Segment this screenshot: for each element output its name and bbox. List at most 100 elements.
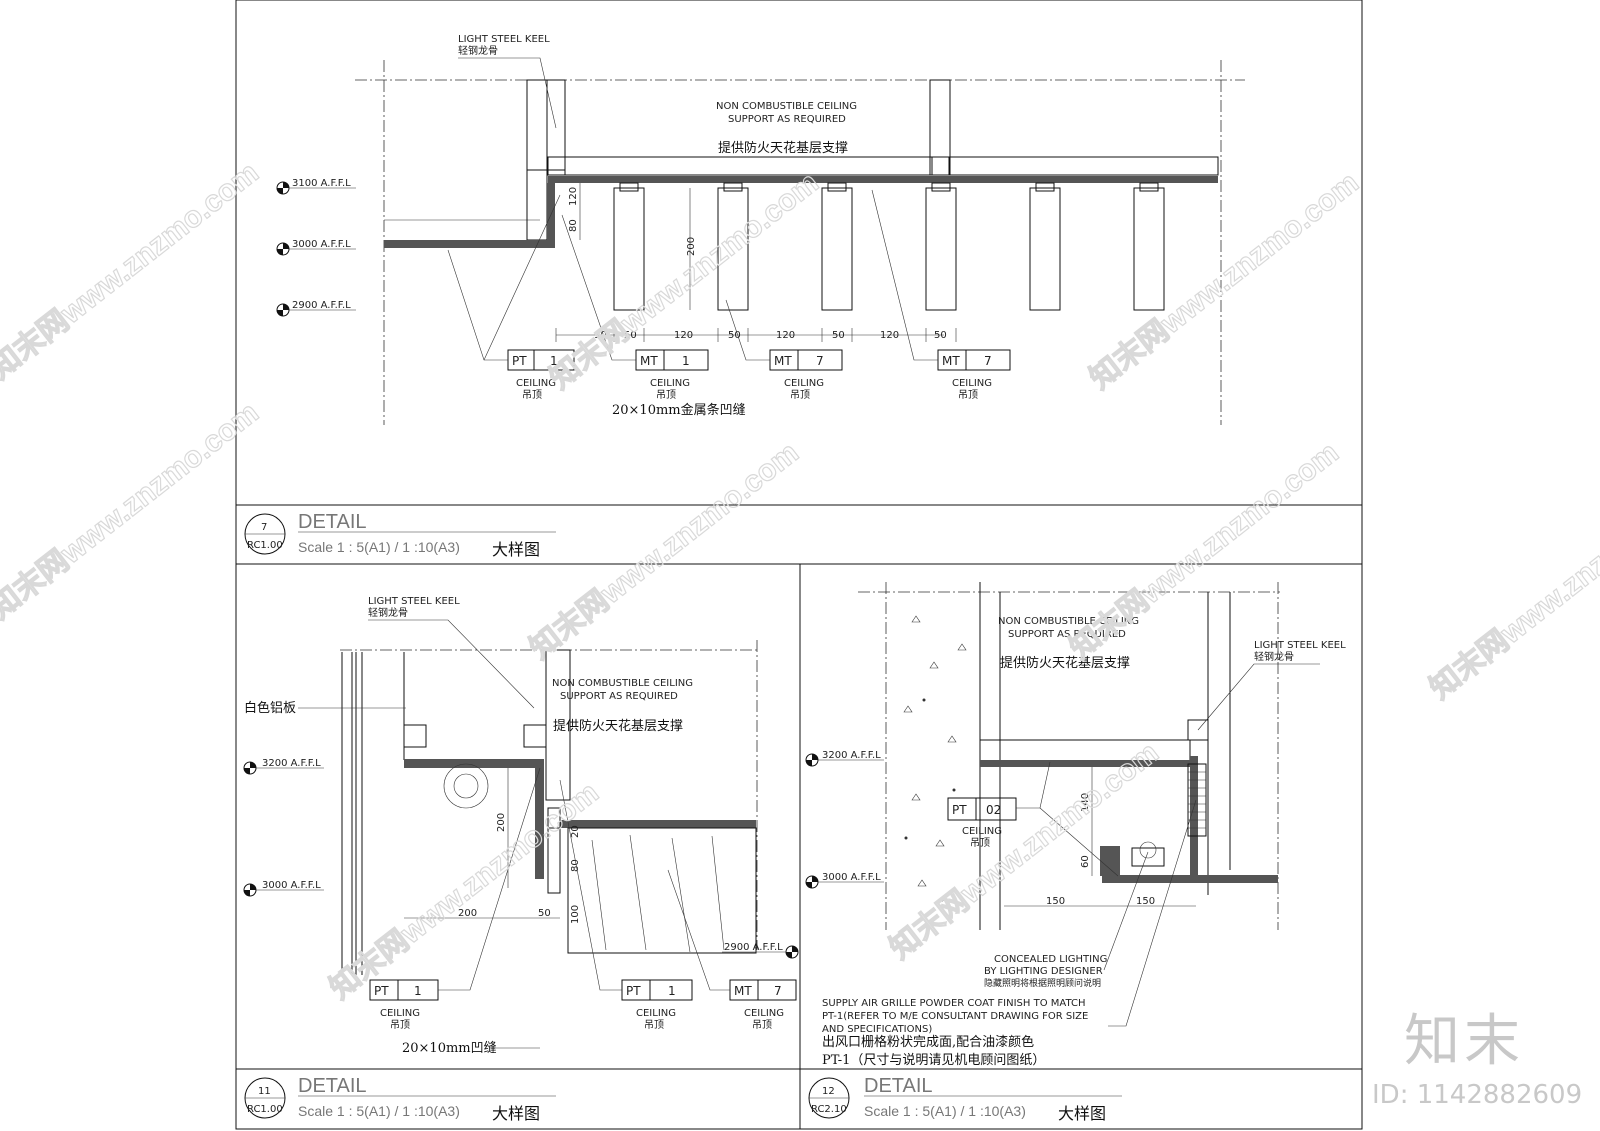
svg-text:RC1.00: RC1.00: [247, 1104, 283, 1115]
concealed-lighting-cn: 隐藏照明将根据照明顾问说明: [984, 977, 1101, 989]
keel-label-cn: 轻钢龙骨: [368, 606, 408, 619]
support-label-en-2: SUPPORT AS REQUIRED: [728, 114, 846, 125]
support-label-en-2: SUPPORT AS REQUIRED: [1008, 629, 1126, 640]
svg-text:吊顶: 吊顶: [644, 1019, 664, 1031]
svg-text:MT: MT: [942, 354, 960, 368]
level-label: 2900 A.F.F.L: [292, 300, 351, 311]
dim-200: 200: [686, 237, 697, 256]
dim-80: 80: [570, 859, 581, 872]
panel-right-detail-12: 140 60 150 150 3200 A.F.F.L 3000 A.F.F.L…: [805, 582, 1346, 1123]
tag-pt-1-b: PT 1 CEILING 吊顶: [559, 779, 693, 1031]
white-panel-label: 白色铝板: [244, 700, 296, 716]
svg-text:CEILING: CEILING: [962, 826, 1002, 837]
svg-text:吊顶: 吊顶: [656, 389, 676, 401]
svg-text:CEILING: CEILING: [516, 378, 556, 389]
level-label: 3000 A.F.F.L: [292, 239, 351, 250]
grille-note-en-1: SUPPLY AIR GRILLE POWDER COAT FINISH TO …: [822, 998, 1085, 1009]
svg-text:1: 1: [414, 984, 422, 998]
title-cn: 大样图: [1058, 1104, 1106, 1123]
dim-100: 100: [570, 905, 581, 924]
dim-120: 120: [880, 330, 899, 341]
svg-text:知末网www.znzmo.com: 知末网www.znzmo.com: [1064, 436, 1345, 666]
svg-text:吊顶: 吊顶: [790, 389, 810, 401]
svg-text:7: 7: [816, 354, 824, 368]
svg-text:知末网www.znzmo.com: 知末网www.znzmo.com: [0, 156, 265, 386]
dim-50: 50: [832, 330, 845, 341]
dim-20: 20: [570, 825, 581, 838]
svg-text:RC2.10: RC2.10: [811, 1104, 847, 1115]
dim-90: 90: [594, 330, 607, 341]
keel-label-en: LIGHT STEEL KEEL: [1254, 640, 1346, 651]
support-label-cn: 提供防火天花基层支撑: [718, 140, 848, 156]
scale-text: Scale 1 : 5(A1) / 1 :10(A3): [298, 1103, 460, 1119]
level-label: 3000 A.F.F.L: [822, 872, 881, 883]
keel-label-en: LIGHT STEEL KEEL: [368, 596, 460, 607]
dim-120-vertical: 120: [568, 187, 579, 206]
concrete-dots: [903, 615, 967, 902]
keel-label-cn: 轻钢龙骨: [1254, 650, 1294, 663]
level-marker-2900: 2900 A.F.F.L: [276, 300, 356, 317]
svg-text:7: 7: [774, 984, 782, 998]
title-block-11: 11 RC1.00 DETAIL Scale 1 : 5(A1) / 1 :10…: [244, 1075, 556, 1123]
level-marker-3100: 3100 A.F.F.L: [276, 178, 356, 195]
dim-50: 50: [624, 330, 637, 341]
svg-text:CEILING: CEILING: [636, 1008, 676, 1019]
grille-note-en-3: AND SPECIFICATIONS): [822, 1024, 932, 1035]
dim-150-b: 150: [1136, 896, 1155, 907]
scale-text: Scale 1 : 5(A1) / 1 :10(A3): [298, 539, 460, 555]
svg-text:PT: PT: [374, 984, 389, 998]
level-marker-3000: 3000 A.F.F.L: [276, 239, 356, 256]
groove-note: 20×10mm凹缝: [402, 1041, 497, 1056]
dim-60: 60: [1080, 855, 1091, 868]
dim-150-a: 150: [1046, 896, 1065, 907]
svg-text:PT: PT: [626, 984, 641, 998]
svg-text:吊顶: 吊顶: [752, 1019, 772, 1031]
brand-logo: 知末: [1404, 1009, 1524, 1074]
level-label: 3000 A.F.F.L: [262, 880, 321, 891]
svg-text:吊顶: 吊顶: [970, 837, 990, 849]
hanging-fins: [613, 182, 1165, 311]
level-marker-2900: 2900 A.F.F.L: [722, 942, 799, 959]
support-label-cn: 提供防火天花基层支撑: [553, 718, 683, 734]
level-label: 3100 A.F.F.L: [292, 178, 351, 189]
scale-text: Scale 1 : 5(A1) / 1 :10(A3): [864, 1103, 1026, 1119]
keel-label-en: LIGHT STEEL KEEL: [458, 34, 550, 45]
svg-text:11: 11: [258, 1086, 271, 1097]
svg-text:7: 7: [984, 354, 992, 368]
svg-text:吊顶: 吊顶: [522, 389, 542, 401]
keel-label-cn: 轻钢龙骨: [458, 44, 498, 57]
level-marker-3000: 3000 A.F.F.L: [805, 872, 884, 889]
level-marker-3000: 3000 A.F.F.L: [243, 880, 324, 897]
support-label-cn: 提供防火天花基层支撑: [1000, 655, 1130, 671]
svg-text:7: 7: [261, 522, 267, 533]
tag-mt-7: MT 7 CEILING 吊顶: [667, 869, 797, 1031]
dim-80-vertical: 80: [568, 219, 579, 232]
svg-text:知末网www.znzmo.com: 知末网www.znzmo.com: [1084, 166, 1365, 396]
tag-pt-02: PT 02 CEILING 吊顶: [947, 761, 1119, 877]
svg-text:PT: PT: [952, 803, 967, 817]
svg-text:1: 1: [668, 984, 676, 998]
dim-140: 140: [1080, 793, 1091, 812]
detail-title: DETAIL: [298, 1075, 367, 1097]
dim-50: 50: [538, 908, 551, 919]
title-cn: 大样图: [492, 540, 540, 559]
dim-50: 50: [728, 330, 741, 341]
svg-text:CEILING: CEILING: [380, 1008, 420, 1019]
svg-text:知末网www.znzmo.com: 知末网www.znzmo.com: [524, 436, 805, 666]
dim-120: 120: [776, 330, 795, 341]
dim-200-horizontal: 200: [458, 908, 477, 919]
svg-text:CEILING: CEILING: [784, 378, 824, 389]
grille-note-cn-1: 出风口栅格粉状完成面,配合油漆颜色: [822, 1034, 1034, 1050]
svg-text:知末网www.znzmo.com: 知末网www.znzmo.com: [0, 396, 265, 626]
svg-text:1: 1: [682, 354, 690, 368]
tag-pt-1: PT 1 CEILING 吊顶: [369, 767, 541, 1031]
dim-50: 50: [934, 330, 947, 341]
level-label: 3200 A.F.F.L: [262, 758, 321, 769]
panel-left-detail-11: 200 20 80 100 200 50 3200 A.F.F.L 3000 A…: [243, 596, 799, 1123]
level-label: 2900 A.F.F.L: [724, 942, 783, 953]
groove-note: 20×10mm金属条凹缝: [612, 402, 746, 418]
svg-text:MT: MT: [734, 984, 752, 998]
panel-top-detail-7: 90 50 120 50 120 50 120 50 200 120 80 31…: [244, 34, 1245, 559]
image-id-label: ID: 1142882609: [1372, 1080, 1583, 1110]
title-block-7: 7 RC1.00 DETAIL Scale 1 : 5(A1) / 1 :10(…: [244, 511, 556, 559]
